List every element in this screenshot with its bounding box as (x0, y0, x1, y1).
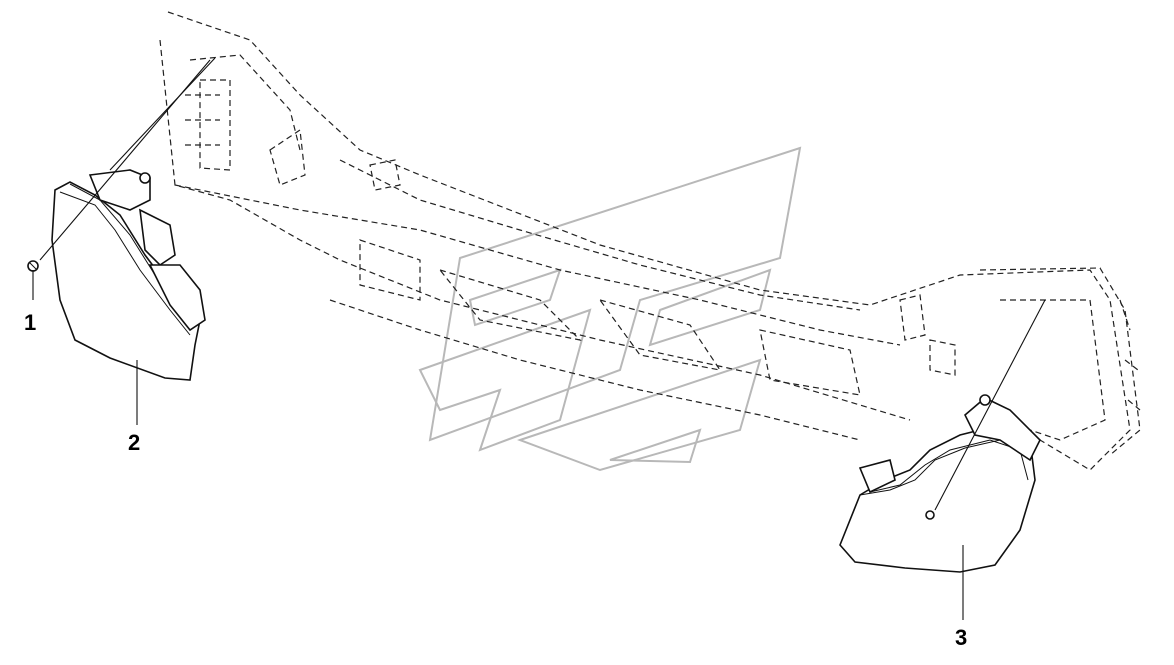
right-headlamp-icon (839, 394, 1041, 573)
leader-line-3b (934, 299, 1046, 511)
leader-line-1c (109, 57, 216, 171)
leader-lines (32, 57, 1046, 620)
front-frame-crossmember-icon (159, 11, 1141, 471)
callout-1: 1 (24, 310, 36, 335)
logo-watermark (418, 146, 802, 472)
mounting-bolt-icon (27, 260, 39, 272)
callout-3: 3 (955, 625, 967, 650)
left-headlamp-icon (51, 169, 206, 381)
callout-2: 2 (128, 430, 140, 455)
